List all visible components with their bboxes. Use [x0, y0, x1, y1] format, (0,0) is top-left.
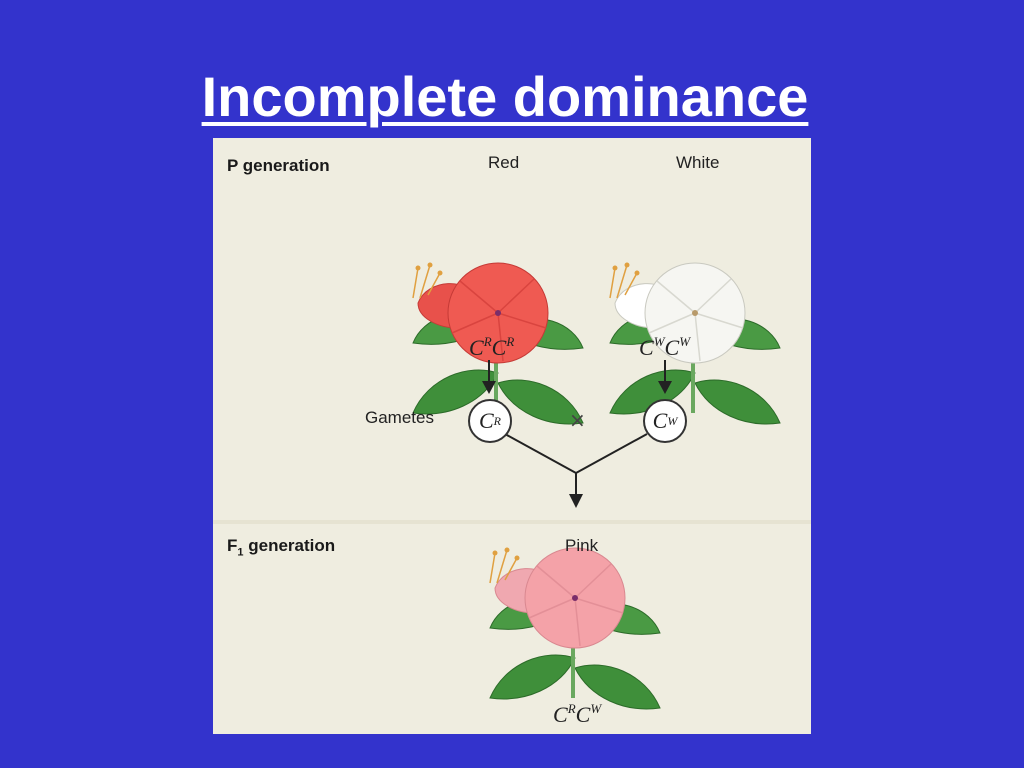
- white-label: White: [676, 153, 720, 172]
- arrow-left-parent-to-gamete: [482, 360, 496, 394]
- generation-divider: [213, 520, 811, 524]
- gametes-label: Gametes: [365, 408, 434, 427]
- slide-title: Incomplete dominance: [201, 65, 809, 128]
- pink-genotype: CRCW: [553, 701, 602, 727]
- arrow-gametes-to-f1: [504, 433, 648, 508]
- red-flower-illustration: [411, 262, 585, 426]
- flower-illustrations: [411, 262, 782, 711]
- pink-label: Pink: [565, 536, 599, 555]
- red-label: Red: [488, 153, 520, 172]
- red-genotype: CRCR: [469, 334, 515, 360]
- white-flower-illustration: [608, 262, 782, 426]
- f1-generation-label: F1 generation: [227, 536, 336, 559]
- arrow-right-parent-to-gamete: [658, 360, 672, 394]
- p-generation-label: P generation: [227, 156, 330, 175]
- cross-symbol: ×: [569, 408, 586, 432]
- white-genotype: CWCW: [639, 334, 691, 360]
- pink-flower-illustration: [488, 547, 662, 711]
- punnett-cross-figure: P generation Red White CRCR CWCW Gametes…: [213, 138, 811, 734]
